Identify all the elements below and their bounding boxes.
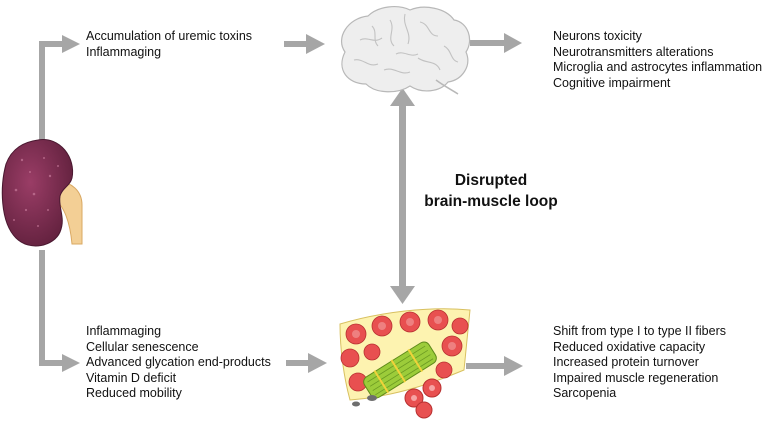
muscle-effect-item: Sarcopenia	[553, 386, 617, 400]
muscle-effects-list: Shift from type I to type II fibers Redu…	[553, 324, 726, 402]
muscle-icon	[339, 308, 471, 419]
muscle-effect-item: Reduced oxidative capacity	[553, 339, 706, 354]
brain-muscle-double-arrow	[390, 88, 415, 304]
brain-effects-list: Neurons toxicity Neurotransmitters alter…	[553, 29, 762, 91]
brain-effect-item: Cognitive impairment	[553, 75, 671, 90]
arrow-from-brain	[470, 33, 522, 53]
arrow-head-top-left	[62, 35, 80, 53]
brain-effect-item: Neurotransmitters alterations	[553, 44, 714, 59]
kidney-icon	[1, 139, 83, 247]
center-label-line2: brain-muscle loop	[424, 193, 558, 210]
bottom-input-item: Advanced glycation end-products	[86, 355, 271, 369]
bottom-input-item: Cellular senescence	[86, 339, 199, 354]
brain-effect-item: Neurons toxicity	[553, 29, 642, 43]
top-input-item: Inflammaging	[86, 44, 162, 59]
disrupted-loop-label: Disrupted brain-muscle loop	[416, 170, 566, 212]
top-inputs-list: Accumulation of uremic toxins Inflammagi…	[86, 29, 252, 60]
arrow-to-muscle	[286, 353, 327, 373]
center-label-line1: Disrupted	[454, 172, 528, 189]
muscle-effect-item: Impaired muscle regeneration	[553, 370, 719, 385]
bottom-input-item: Inflammaging	[86, 324, 162, 338]
bottom-inputs-list: Inflammaging Cellular senescence Advance…	[86, 324, 271, 402]
muscle-effect-item: Increased protein turnover	[553, 355, 699, 369]
connector-top	[39, 41, 64, 140]
brain-icon	[340, 6, 471, 95]
top-input-item: Accumulation of uremic toxins	[86, 29, 253, 43]
bottom-input-item: Reduced mobility	[86, 386, 182, 400]
kidney-connectors	[39, 41, 64, 366]
arrow-to-brain	[284, 34, 325, 54]
connector-bottom	[39, 250, 64, 366]
arrow-from-muscle	[466, 356, 523, 376]
brain-effect-item: Microglia and astrocytes inflammation	[553, 60, 763, 74]
bottom-input-item: Vitamin D deficit	[86, 370, 177, 385]
arrow-head-bottom-left	[62, 354, 80, 372]
muscle-effect-item: Shift from type I to type II fibers	[553, 324, 726, 338]
